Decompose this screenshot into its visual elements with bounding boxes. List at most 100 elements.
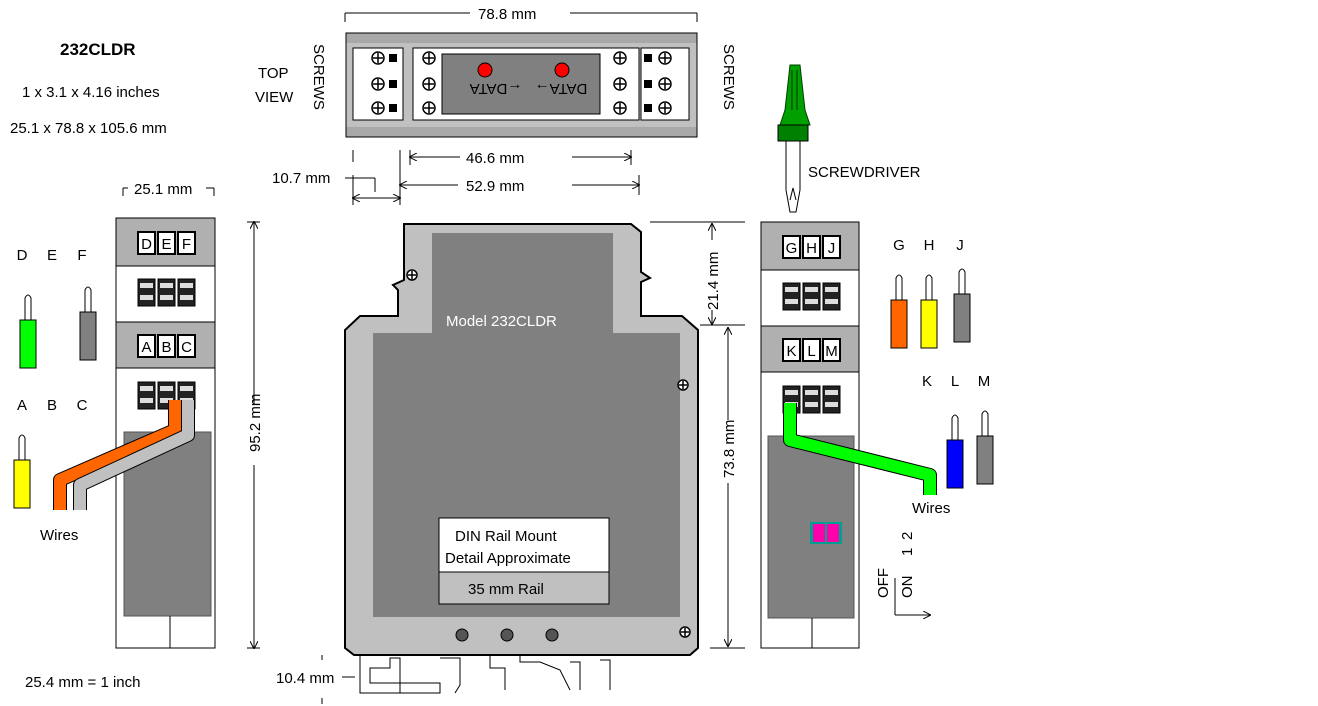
- screw-icon: [406, 269, 418, 281]
- rail-label: 35 mm Rail: [468, 581, 544, 598]
- terminal-letter: F: [182, 236, 191, 253]
- wire-label-f: F: [77, 247, 86, 264]
- terminal-left-a: A: [137, 334, 156, 358]
- led-left-icon: [477, 62, 493, 78]
- terminal-letter: D: [141, 236, 152, 253]
- dim-overall-width: 78.8 mm: [478, 6, 536, 23]
- wire-label-d: D: [17, 247, 28, 264]
- screw-icon: [613, 101, 627, 115]
- wire-label-c: C: [77, 397, 88, 414]
- wire-h-jack-icon: [920, 274, 938, 349]
- terminal-slot-icon: [802, 385, 821, 414]
- wire-label-e: E: [47, 247, 57, 264]
- dim-inner-width: 46.6 mm: [466, 150, 524, 167]
- size-inches: 1 x 3.1 x 4.16 inches: [22, 84, 160, 101]
- wire-label-h: H: [924, 237, 935, 254]
- wire-label-a: A: [17, 397, 27, 414]
- terminal-right-h: H: [802, 235, 821, 259]
- wire-l-jack-icon: [946, 414, 964, 489]
- data-label-right: DATA→: [535, 80, 588, 97]
- screws-left-label: SCREWS: [310, 44, 327, 110]
- terminal-left-e: E: [157, 231, 176, 255]
- terminal-letter: H: [806, 240, 817, 257]
- din-label-2: Detail Approximate: [445, 550, 571, 567]
- switch-on-label: ON: [899, 576, 916, 599]
- terminal-left-c: C: [177, 334, 196, 358]
- dim-offset: 10.7 mm: [272, 170, 330, 187]
- front-module: Model 232CLDR DIN Rail Mount Detail Appr…: [276, 221, 745, 704]
- terminal-letter: C: [181, 339, 192, 356]
- screw-icon: [677, 379, 689, 391]
- screw-icon: [422, 51, 436, 65]
- dim-lower-section: 73.8 mm: [721, 420, 738, 478]
- dim-side-height: 95.2 mm: [247, 394, 264, 452]
- screw-icon: [371, 101, 385, 115]
- terminal-right-g: G: [782, 235, 801, 259]
- dim-rail-depth: 10.4 mm: [276, 670, 334, 687]
- wire-m-jack-icon: [976, 410, 994, 485]
- terminal-left-d: D: [137, 231, 156, 255]
- terminal-slot-icon: [802, 282, 821, 311]
- terminal-slot-icon: [822, 282, 841, 311]
- terminal-letter: L: [807, 343, 815, 360]
- wire-label-g: G: [893, 237, 905, 254]
- front-model-label: Model 232CLDR: [446, 313, 557, 330]
- data-label-left: ←DATA: [470, 80, 523, 97]
- screw-icon: [613, 77, 627, 91]
- terminal-slot-icon: [177, 278, 196, 307]
- terminal-letter: A: [141, 339, 151, 356]
- top-view-label-2: VIEW: [255, 89, 294, 106]
- terminal-letter: M: [825, 343, 838, 360]
- screw-icon: [658, 51, 672, 65]
- conversion-note: 25.4 mm = 1 inch: [25, 674, 140, 691]
- switch-2-label: 2: [899, 532, 916, 540]
- screw-icon: [658, 101, 672, 115]
- screw-icon: [613, 51, 627, 65]
- screws-right-label: SCREWS: [720, 44, 737, 110]
- dim-side-width: 25.1 mm: [134, 181, 192, 198]
- terminal-letter: B: [161, 339, 171, 356]
- top-view-label-1: TOP: [258, 65, 289, 82]
- screwdriver-icon: SCREWDRIVER: [777, 64, 921, 213]
- terminal-slot-icon: [782, 282, 801, 311]
- switch-off-label: OFF: [875, 568, 892, 598]
- model-title: 232CLDR: [60, 40, 136, 59]
- wire-a-jack-icon: [13, 434, 31, 509]
- led-right-icon: [554, 62, 570, 78]
- left-wires-label: Wires: [40, 527, 78, 544]
- screw-icon: [371, 51, 385, 65]
- terminal-slot-icon: [157, 278, 176, 307]
- screw-icon: [371, 77, 385, 91]
- wire-label-k: K: [922, 373, 932, 390]
- size-mm: 25.1 x 78.8 x 105.6 mm: [10, 120, 167, 137]
- terminal-letter: K: [786, 343, 796, 360]
- switch-1-label: 1: [899, 548, 916, 556]
- wire-label-l: L: [951, 373, 959, 390]
- terminal-left-f: F: [177, 231, 196, 255]
- terminal-letter: G: [786, 240, 798, 257]
- screwdriver-label: SCREWDRIVER: [808, 164, 921, 181]
- top-view: 78.8 mm ←DATA DATA→ TOP VIEW SCREWS SCRE…: [255, 6, 737, 138]
- dim-upper-section: 21.4 mm: [705, 252, 722, 310]
- terminal-right-l: L: [802, 338, 821, 362]
- terminal-letter: J: [828, 240, 836, 257]
- terminal-left-b: B: [157, 334, 176, 358]
- wire-f-jack-icon: [79, 286, 97, 361]
- wire-label-b: B: [47, 397, 57, 414]
- right-wires-label: Wires: [912, 500, 950, 517]
- screw-icon: [422, 77, 436, 91]
- dim-housing-width: 52.9 mm: [466, 178, 524, 195]
- din-label-1: DIN Rail Mount: [455, 528, 558, 545]
- screw-icon: [679, 626, 691, 638]
- terminal-slot-icon: [137, 278, 156, 307]
- wire-label-m: M: [978, 373, 991, 390]
- top-dimensions: 46.6 mm 52.9 mm 10.7 mm: [272, 150, 639, 205]
- wire-d-jack-icon: [19, 294, 37, 369]
- wire-label-j: J: [956, 237, 964, 254]
- terminal-slot-icon: [822, 385, 841, 414]
- screw-icon: [658, 77, 672, 91]
- wire-g-jack-icon: [890, 274, 908, 349]
